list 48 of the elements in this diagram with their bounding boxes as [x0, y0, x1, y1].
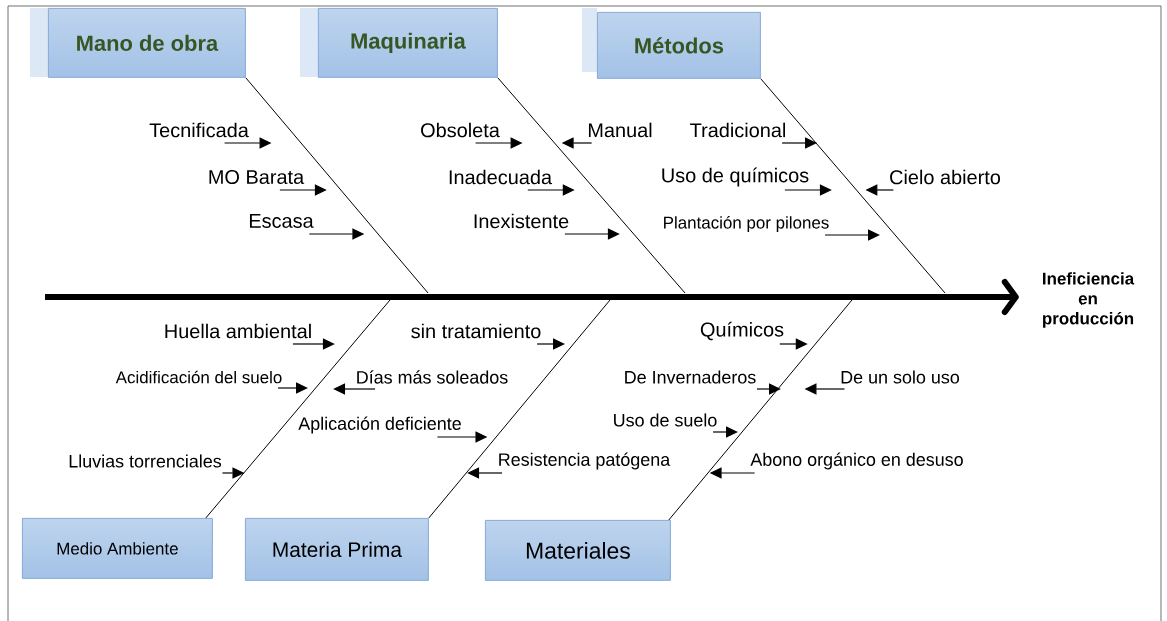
cause-label: sin tratamiento — [411, 323, 541, 339]
cause-arrow — [333, 383, 376, 395]
cause-label: Plantación por pilones — [664, 216, 829, 232]
cause-label: Acidificación del suelo — [115, 370, 282, 384]
cause-arrow — [784, 184, 832, 196]
cause-arrow — [279, 184, 327, 196]
cause-arrow — [824, 229, 880, 241]
category-box: Materiales — [485, 520, 671, 581]
cause-arrow — [564, 228, 620, 240]
cause-label: Abono orgánico en desuso — [750, 452, 963, 470]
bone-line — [245, 77, 429, 294]
category-box: Materia Prima — [245, 518, 429, 581]
category-box: Maquinaria — [300, 8, 498, 78]
cause-label: Lluvias torrenciales — [69, 454, 222, 468]
category-box: Mano de obra — [30, 8, 246, 78]
cause-arrow — [292, 338, 335, 350]
cause-label: Inadecuada — [449, 169, 553, 185]
effect-label: Ineficiencia en producción — [1043, 272, 1135, 328]
bone-line — [205, 299, 391, 519]
bone-line — [760, 78, 946, 294]
cause-label: Manual — [588, 122, 652, 138]
cause-arrow — [277, 382, 308, 394]
category-box: Medio Ambiente — [22, 518, 213, 579]
cause-label: Inexistente — [474, 213, 569, 229]
cause-label: De un solo uso — [841, 370, 960, 384]
cause-label: Huella ambiental — [165, 323, 311, 339]
bone-line — [668, 299, 853, 521]
cause-label: Aplicación deficiente — [298, 416, 461, 434]
cause-label: Resistencia patógena — [499, 452, 671, 470]
cause-label: Obsoleta — [421, 122, 500, 138]
cause-label: De Invernaderos — [625, 370, 756, 384]
cause-arrow — [536, 338, 565, 350]
cause-label: Tradicional — [690, 122, 785, 138]
cause-label: Uso de químicos — [662, 167, 809, 187]
cause-label: MO Barata — [209, 169, 305, 185]
spine-arrow — [45, 279, 1019, 315]
cause-arrow — [756, 383, 781, 395]
bone-line — [497, 77, 686, 294]
cause-label: Días más soleados — [357, 370, 508, 384]
cause-label: Cielo abierto — [890, 169, 1001, 185]
cause-label: Escasa — [250, 214, 314, 228]
cause-label: Químicos — [700, 321, 784, 341]
bone-line — [428, 299, 611, 519]
category-box: Métodos — [582, 8, 761, 79]
cause-arrow — [712, 426, 738, 438]
cause-label: Tecnificada — [149, 122, 249, 138]
cause-arrow — [467, 467, 503, 479]
cause-label: Uso de suelo — [614, 413, 717, 427]
